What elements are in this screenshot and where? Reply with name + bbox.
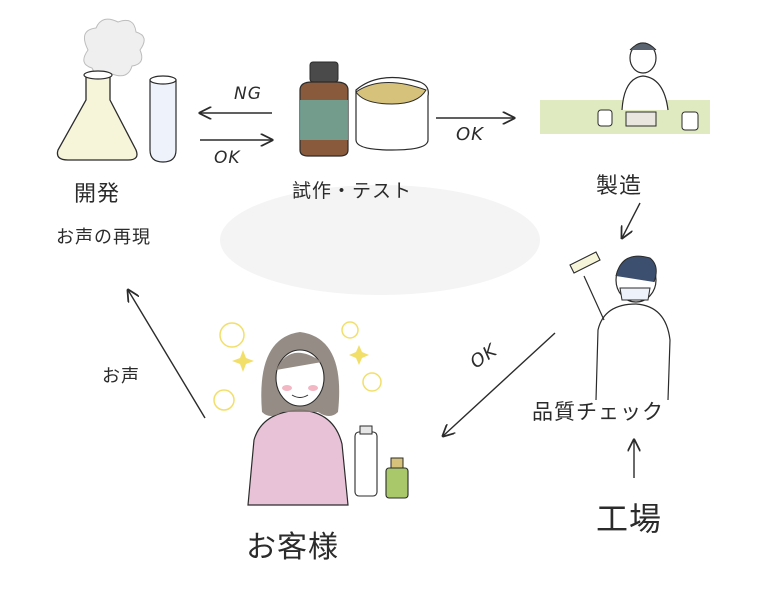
cream-jar-icon [355, 76, 429, 151]
inspector-icon [569, 251, 671, 401]
flask-icon [56, 18, 145, 161]
ok-edge-label-manufacturing: OK [456, 124, 484, 145]
factory-title: 工場 [596, 500, 663, 538]
development-title: 開発 [74, 182, 121, 207]
customer-title: お客様 [246, 530, 339, 565]
development-subtitle: お声の再現 [56, 227, 151, 248]
worker-icon [540, 42, 710, 134]
quality-check-title: 品質チェック [532, 400, 664, 424]
prototype-title: 試作・テスト [292, 180, 413, 202]
manufacturing-title: 製造 [596, 174, 643, 199]
arrow-to-quality-check [622, 202, 641, 238]
customer-icon [213, 321, 409, 506]
ng-edge-label: NG [234, 84, 262, 104]
brown-bottle-icon [299, 61, 349, 157]
background-smudge [220, 185, 540, 295]
feedback-edge-label: お声 [102, 366, 140, 387]
feedback-arrow [128, 290, 206, 419]
ok-edge-label-prototype: OK [214, 148, 241, 168]
test-tube-icon [149, 75, 177, 163]
ok-arrow-to-customer [443, 332, 556, 436]
